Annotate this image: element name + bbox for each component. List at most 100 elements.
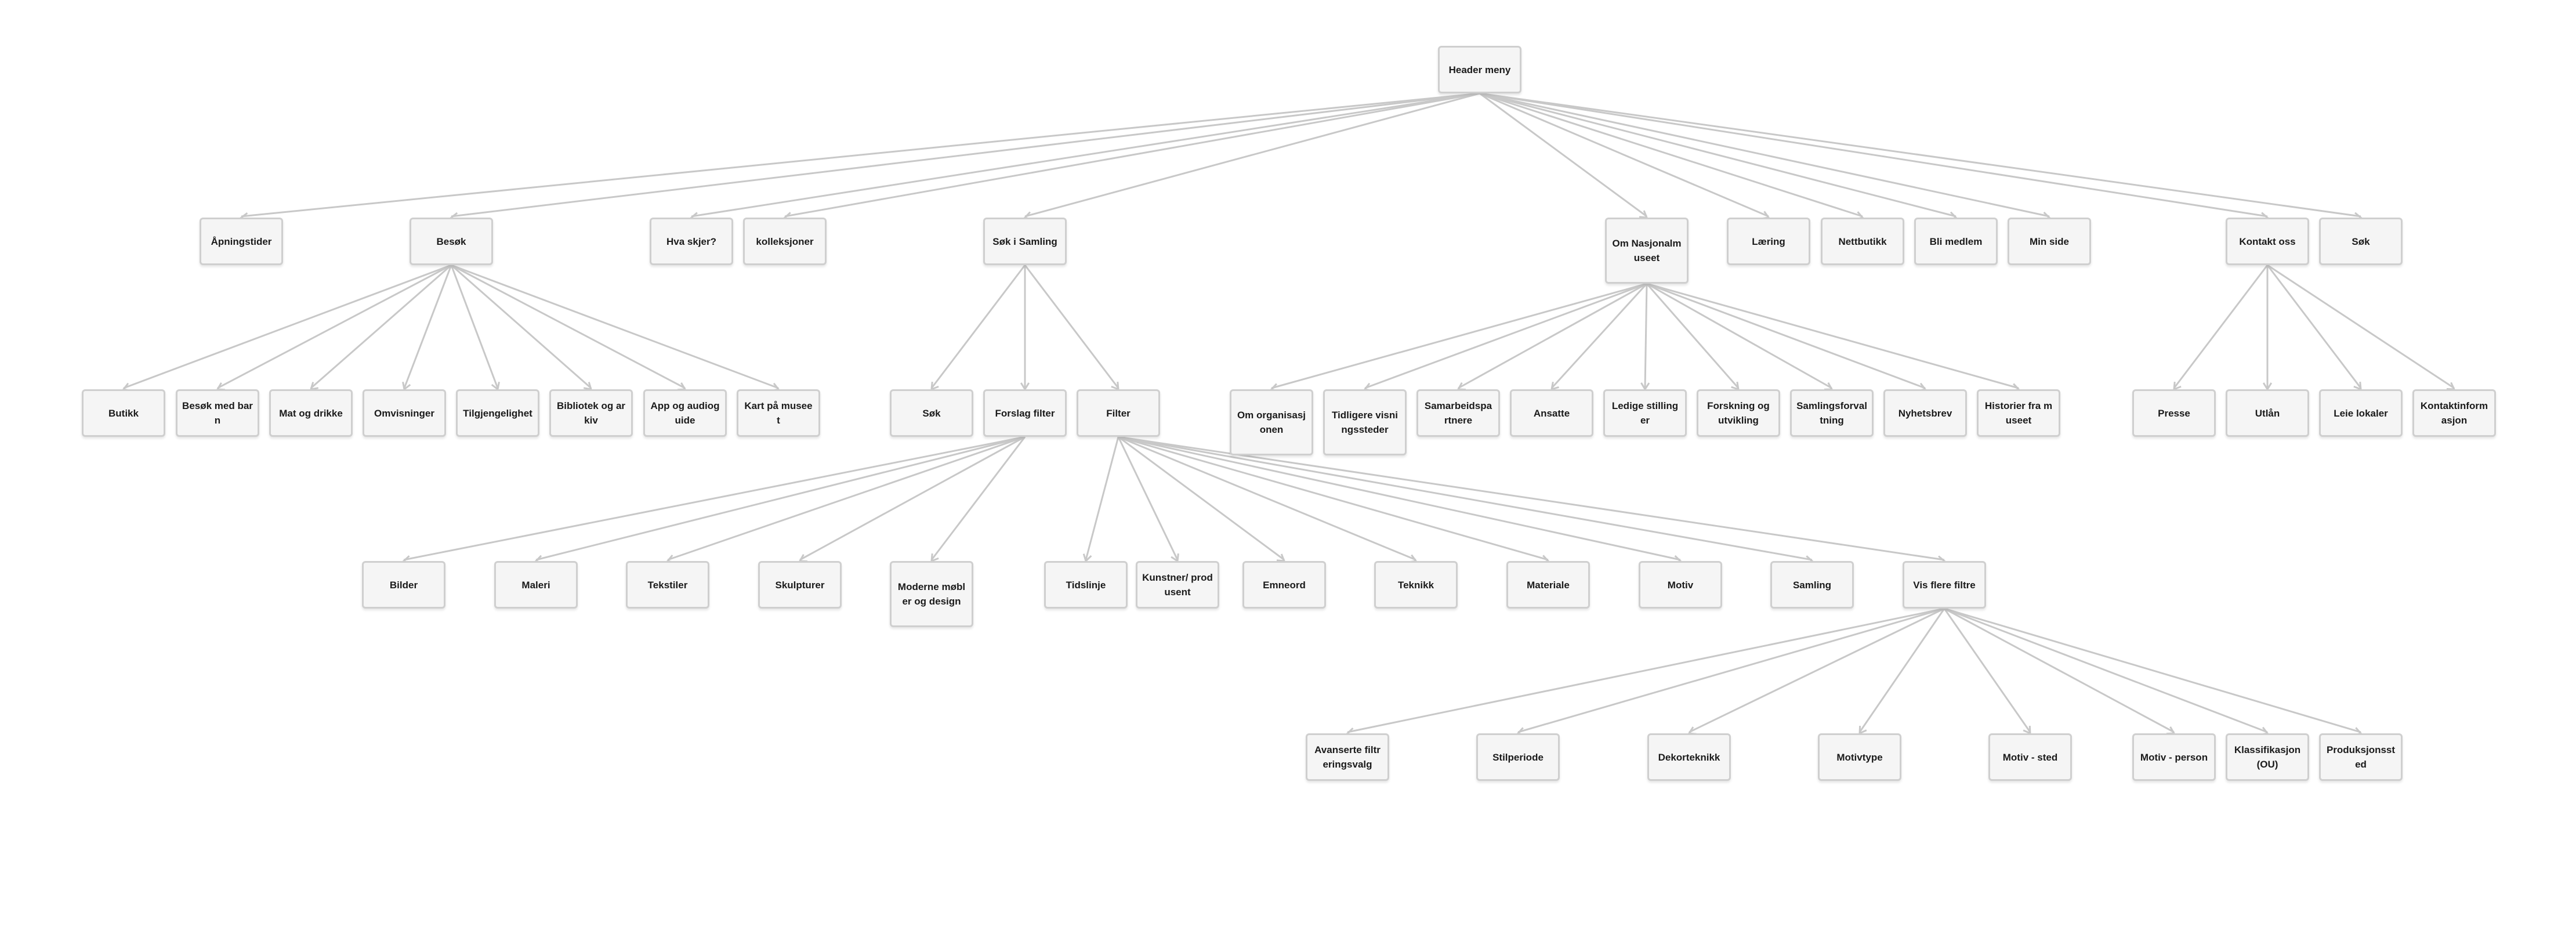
node-tidligere-visningssteder: Tidligere visningssteder	[1323, 389, 1407, 455]
node-bilder: Bilder	[362, 561, 445, 609]
connector-filter-to-tidslinje	[1085, 436, 1119, 560]
node-besok: Besøk	[410, 218, 493, 265]
connector-filter-to-materiale	[1118, 436, 1549, 561]
node-klassifikasjon: Klassifikasjon (OU)	[2226, 733, 2309, 781]
connector-om-nasjonalmuseet-to-forskning-og-utvikling	[1646, 283, 1740, 389]
node-materiale: Materiale	[1506, 561, 1590, 609]
connector-besok-to-tilgjengelighet	[450, 265, 499, 389]
connector-forslag-filter-to-bilder	[403, 436, 1026, 561]
node-laering: Læring	[1727, 218, 1810, 265]
node-ansatte: Ansatte	[1510, 389, 1593, 437]
node-teknikk: Teknikk	[1374, 561, 1458, 609]
connector-besok-to-app-og-audioguide	[451, 264, 686, 389]
node-skulpturer: Skulpturer	[758, 561, 842, 609]
node-kunstner-produsent: Kunstner/ produsent	[1136, 561, 1219, 609]
node-presse: Presse	[2132, 389, 2216, 437]
connector-vis-flere-filtre-to-motiv-sted	[1943, 608, 2031, 733]
node-bli-medlem: Bli medlem	[1914, 218, 1998, 265]
node-ledige-stillinger: Ledige stillinger	[1603, 389, 1687, 437]
node-motiv-person: Motiv - person	[2132, 733, 2216, 781]
connector-besok-to-bibliotek-og-arkiv	[451, 264, 592, 389]
node-app-og-audioguide: App og audioguide	[643, 389, 727, 437]
node-historier-fra-museet: Historier fra museet	[1977, 389, 2060, 437]
connector-om-nasjonalmuseet-to-tidligere-visningssteder	[1364, 283, 1647, 389]
connector-om-nasjonalmuseet-to-nyhetsbrev	[1646, 283, 1926, 389]
connector-sok-i-samling-to-sok	[930, 265, 1026, 389]
connector-filter-to-kunstner-produsent	[1117, 436, 1179, 560]
node-min-side: Min side	[2008, 218, 2091, 265]
node-tilgjengelighet: Tilgjengelighet	[456, 389, 539, 437]
node-butikk: Butikk	[82, 389, 165, 437]
node-tidslinje: Tidslinje	[1044, 561, 1128, 609]
connector-besok-to-kart-pa-museet	[451, 264, 779, 389]
connector-kontakt-oss-to-kontaktinformasjon	[2267, 264, 2455, 389]
node-mat-og-drikke: Mat og drikke	[269, 389, 353, 437]
node-samling: Samling	[1770, 561, 1854, 609]
node-maleri: Maleri	[494, 561, 578, 609]
node-filter: Filter	[1077, 389, 1160, 437]
connector-header-to-kolleksjoner	[784, 92, 1480, 218]
connector-om-nasjonalmuseet-to-samlingsforvaltning	[1646, 283, 1832, 389]
connector-filter-to-teknikk	[1118, 436, 1416, 561]
connector-sok-i-samling-to-filter	[1024, 265, 1119, 389]
connector-header-to-om-nasjonalmuseet	[1479, 92, 1647, 218]
connector-om-nasjonalmuseet-to-samarbeidspartnere	[1458, 283, 1647, 389]
connector-vis-flere-filtre-to-motiv-person	[1944, 607, 2175, 733]
connector-header-to-hva-skjer	[691, 92, 1480, 218]
node-nettbutikk: Nettbutikk	[1821, 218, 1904, 265]
connector-vis-flere-filtre-to-stilperiode	[1517, 607, 1945, 733]
node-kart-pa-museet: Kart på museet	[737, 389, 820, 437]
node-sok: Søk	[890, 389, 973, 437]
node-forslag-filter: Forslag filter	[983, 389, 1067, 437]
connector-vis-flere-filtre-to-klassifikasjon	[1944, 607, 2268, 733]
connector-kontakt-oss-to-presse	[2173, 265, 2269, 389]
connector-besok-to-besok-med-barn	[217, 264, 452, 389]
node-tekstiler: Tekstiler	[626, 561, 709, 609]
connector-header-to-min-side	[1479, 92, 2050, 218]
connector-header-to-bli-medlem	[1479, 92, 1957, 218]
node-samlingsforvaltning: Samlingsforvaltning	[1790, 389, 1874, 437]
node-header: Header meny	[1438, 46, 1521, 93]
connector-vis-flere-filtre-to-produksjonssted	[1944, 607, 2361, 733]
connector-kontakt-oss-to-leie-lokaler	[2266, 265, 2362, 389]
node-om-organisasjonen: Om organisasjonen	[1230, 389, 1313, 455]
connector-header-to-sok-i-samling	[1024, 92, 1480, 218]
node-avanserte-filtreringsvalg: Avanserte filtreringsvalg	[1306, 733, 1389, 781]
connector-besok-to-mat-og-drikke	[310, 264, 452, 389]
connector-header-to-besok	[451, 92, 1480, 218]
node-dekorteknikk: Dekorteknikk	[1647, 733, 1731, 781]
node-apningstider: Åpningstider	[200, 218, 283, 265]
node-sok-i-samling: Søk i Samling	[983, 218, 1067, 265]
connector-forslag-filter-to-moderne-mobler	[930, 436, 1026, 560]
connector-forslag-filter-to-maleri	[535, 436, 1026, 561]
connector-vis-flere-filtre-to-avanserte-filtreringsvalg	[1347, 607, 1945, 733]
node-kontakt-oss: Kontakt oss	[2226, 218, 2309, 265]
node-vis-flere-filtre: Vis flere filtre	[1903, 561, 1986, 609]
node-nyhetsbrev: Nyhetsbrev	[1883, 389, 1967, 437]
connector-header-to-kontakt-oss	[1479, 92, 2268, 218]
node-moderne-mobler: Moderne møbler og design	[890, 561, 973, 627]
node-motiv: Motiv	[1639, 561, 1722, 609]
connector-header-to-nettbutikk	[1479, 92, 1863, 218]
connector-om-nasjonalmuseet-to-ledige-stillinger	[1644, 283, 1648, 389]
connector-header-to-laering	[1479, 92, 1769, 218]
connector-filter-to-motiv	[1118, 436, 1681, 561]
connector-forslag-filter-to-skulpturer	[799, 436, 1026, 561]
node-bibliotek-og-arkiv: Bibliotek og arkiv	[549, 389, 633, 437]
connector-om-nasjonalmuseet-to-historier-fra-museet	[1646, 283, 2019, 389]
node-leie-lokaler: Leie lokaler	[2319, 389, 2403, 437]
connector-vis-flere-filtre-to-motivtype	[1858, 608, 1945, 733]
node-emneord: Emneord	[1242, 561, 1326, 609]
node-samarbeidspartnere: Samarbeidspartnere	[1416, 389, 1500, 437]
node-motiv-sted: Motiv - sted	[1988, 733, 2072, 781]
node-sok-top: Søk	[2319, 218, 2403, 265]
connector-vis-flere-filtre-to-dekorteknikk	[1689, 607, 1945, 733]
node-omvisninger: Omvisninger	[363, 389, 446, 437]
node-kontaktinformasjon: Kontaktinformasjon	[2412, 389, 2496, 437]
node-motivtype: Motivtype	[1818, 733, 1901, 781]
node-produksjonssted: Produksjonssted	[2319, 733, 2403, 781]
node-besok-med-barn: Besøk med barn	[176, 389, 259, 437]
connector-filter-to-emneord	[1118, 436, 1285, 561]
